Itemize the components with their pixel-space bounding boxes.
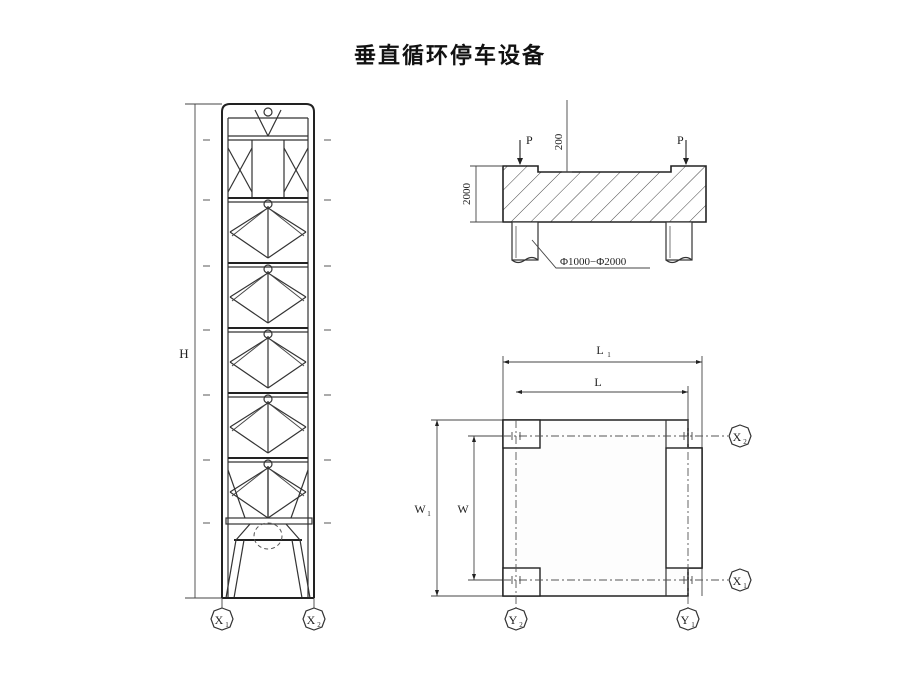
svg-text:L: L: [596, 343, 603, 357]
pile-right: [665, 221, 693, 264]
tower-levels: [222, 107, 314, 599]
level-ticks: [203, 139, 331, 524]
inner-length-label: L: [594, 375, 601, 389]
svg-text:Y: Y: [509, 613, 518, 627]
axis-bubble-x1: X 1: [210, 607, 234, 631]
page-title: 垂直循环停车设备: [353, 44, 546, 69]
load-label-right: P: [677, 133, 684, 147]
svg-text:1: 1: [427, 510, 431, 518]
tower-outer-frame: [221, 103, 315, 598]
svg-text:1: 1: [691, 621, 695, 629]
svg-text:2: 2: [743, 438, 747, 446]
foundation-plan: L 1 L W 1 W: [414, 343, 752, 631]
axis-bubble-x2: X 2: [302, 607, 326, 631]
axis-bubble-plan-x1: X 1: [728, 568, 752, 592]
svg-text:X: X: [733, 574, 742, 588]
pile-cap-bottom-left: [502, 567, 541, 597]
detail-circle: [253, 522, 283, 550]
svg-text:1: 1: [743, 582, 747, 590]
svg-text:1: 1: [607, 351, 611, 359]
pile-cap-top-left: [502, 419, 541, 449]
pile-left: [511, 221, 539, 264]
svg-text:2: 2: [519, 621, 523, 629]
axis-bubble-plan-y2: Y 2: [504, 607, 528, 631]
svg-text:2: 2: [317, 621, 321, 629]
inner-width-label: W: [457, 502, 469, 516]
recess-dimension-label: 200: [553, 133, 565, 150]
svg-text:1: 1: [225, 621, 229, 629]
outer-width-label: W 1: [414, 502, 431, 518]
svg-text:Y: Y: [681, 613, 690, 627]
svg-text:X: X: [215, 613, 224, 627]
svg-text:W: W: [414, 502, 426, 516]
pile-diameter-note: Φ1000−Φ2000: [560, 256, 627, 268]
pile-cap-right: [665, 447, 703, 569]
height-label: H: [179, 346, 188, 361]
foundation-section: P P 200 2000 Φ1000−Φ2000: [461, 100, 707, 269]
slab-height-label: 2000: [461, 183, 473, 206]
outer-length-label: L 1: [596, 343, 611, 359]
svg-text:X: X: [307, 613, 316, 627]
axis-bubble-plan-y1: Y 1: [676, 607, 700, 631]
axis-ticks: [511, 432, 693, 584]
pile-leader-line: [531, 239, 650, 269]
tower-elevation: H X 1 X 2: [179, 103, 331, 631]
svg-text:X: X: [733, 430, 742, 444]
axis-bubble-plan-x2: X 2: [728, 424, 752, 448]
load-label-left: P: [526, 133, 533, 147]
foundation-slab: [502, 165, 707, 223]
